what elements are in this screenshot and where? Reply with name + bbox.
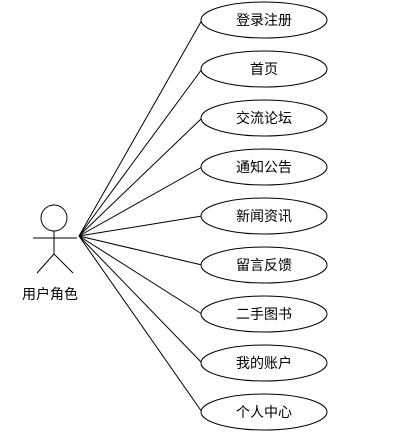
association-line (78, 68, 203, 237)
use-case: 个人中心 (200, 393, 328, 431)
use-case-label: 新闻资讯 (236, 209, 292, 225)
use-case-label: 我的账户 (236, 355, 292, 372)
use-case: 交流论坛 (200, 99, 328, 137)
use-case: 登录注册 (200, 1, 328, 39)
actor-head (40, 204, 68, 232)
actor-right-leg (53, 253, 74, 274)
use-case-ellipse (200, 99, 328, 137)
association-line (78, 235, 203, 315)
use-case-label: 通知公告 (236, 159, 292, 176)
use-case-ellipse (200, 295, 328, 333)
use-case-ellipse (200, 344, 328, 382)
use-case-ellipse (200, 197, 328, 235)
use-case: 二手图书 (200, 295, 328, 333)
association-line (78, 235, 203, 413)
use-case-label: 二手图书 (236, 307, 292, 323)
use-case-label: 交流论坛 (236, 110, 292, 127)
use-case: 留言反馈 (200, 246, 328, 284)
association-line (78, 235, 203, 364)
association-lines (78, 19, 203, 413)
use-case-label: 首页 (250, 62, 278, 78)
association-line (78, 235, 203, 266)
use-case-label: 留言反馈 (236, 258, 292, 274)
use-case-ellipse (200, 393, 328, 431)
association-line (78, 19, 203, 237)
use-case: 我的账户 (200, 344, 328, 382)
actor-label: 用户角色 (22, 287, 78, 303)
use-case-ellipse (200, 246, 328, 284)
association-line (78, 117, 203, 237)
use-case: 通知公告 (200, 148, 328, 186)
use-case-label: 登录注册 (236, 13, 292, 29)
actor-left-leg (36, 253, 55, 274)
association-line (78, 215, 203, 237)
association-line (78, 166, 203, 237)
use-case-ellipse (200, 50, 328, 88)
use-case-ellipse (200, 1, 328, 39)
use-case-label: 个人中心 (236, 405, 292, 421)
use-case: 新闻资讯 (200, 197, 328, 235)
use-case: 首页 (200, 50, 328, 88)
use-case-ellipse (200, 148, 328, 186)
actor-figure (33, 204, 77, 274)
